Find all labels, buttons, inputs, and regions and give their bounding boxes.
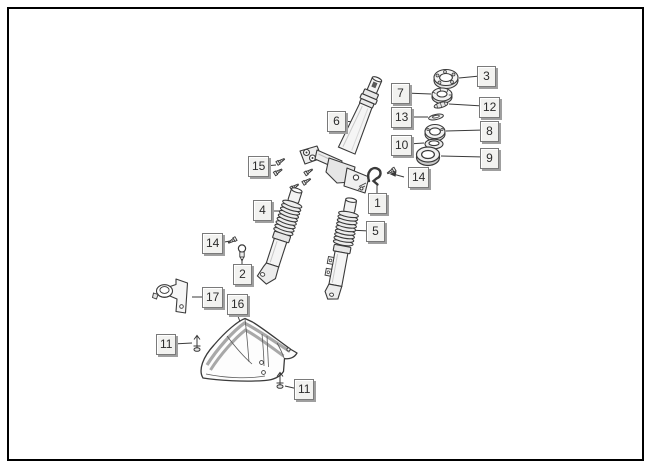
callout-11-bottom[interactable]: 11 [294,379,315,400]
bracket-17 [151,278,189,314]
callout-16[interactable]: 16 [227,294,249,315]
lock-washer [433,101,449,109]
callout-14-right[interactable]: 14 [408,167,430,188]
callout-1[interactable]: 1 [368,193,387,214]
callout-5[interactable]: 5 [366,221,385,242]
fork-leg-right [324,197,359,300]
callout-12[interactable]: 12 [479,97,501,118]
lower-yoke [299,145,370,194]
callout-13[interactable]: 13 [391,107,413,128]
front-fender [200,317,298,382]
rivet-11-left [193,335,201,352]
pin-2 [237,244,247,263]
callout-8[interactable]: 8 [480,121,499,142]
steering-column [337,76,383,155]
callout-10[interactable]: 10 [391,135,413,156]
callout-3[interactable]: 3 [477,66,496,87]
adjuster-nut [431,87,453,105]
fender-stripe [209,328,285,371]
callout-14-left[interactable]: 14 [202,233,224,254]
screw-14-left [227,236,238,246]
callout-2[interactable]: 2 [233,264,252,285]
fender-stripe [205,321,291,366]
callout-6[interactable]: 6 [327,111,346,132]
upper-bearing [424,123,446,142]
steering-top-nut [433,68,459,90]
callout-15[interactable]: 15 [248,156,270,177]
callout-7[interactable]: 7 [391,83,410,104]
lower-bearing-race [415,146,441,167]
callout-4[interactable]: 4 [253,200,272,221]
callout-9[interactable]: 9 [480,148,499,169]
hook-clip [367,166,382,186]
callout-17[interactable]: 17 [202,287,224,308]
bearing-ring [424,138,444,150]
callout-11-left[interactable]: 11 [156,334,177,355]
arrowhead-14-right [389,171,397,177]
fork-leg-left [256,187,303,285]
flat-washer [428,113,444,121]
